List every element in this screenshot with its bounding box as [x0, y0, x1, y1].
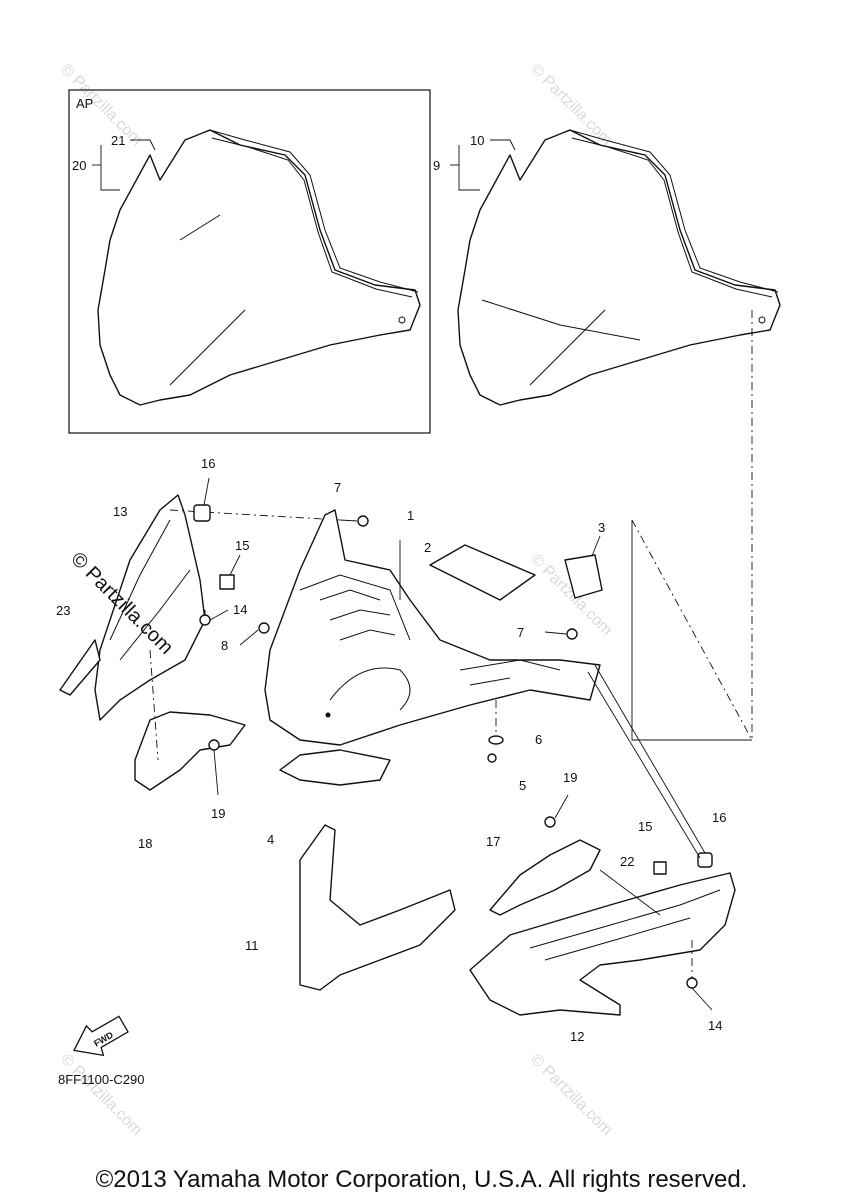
- callout-20: 20: [72, 158, 86, 173]
- callout-17: 17: [486, 834, 500, 849]
- callout-5: 5: [519, 778, 526, 793]
- fastener-5-6: [487, 700, 504, 763]
- callout-2: 2: [424, 540, 431, 555]
- callout-18: 18: [138, 836, 152, 851]
- reference-line: [631, 520, 752, 741]
- callout-19-right: 19: [563, 770, 577, 785]
- callout-19-left: 19: [211, 806, 225, 821]
- callout-7-right: 7: [517, 625, 524, 640]
- callout-8: 8: [221, 638, 228, 653]
- callout-21: 21: [111, 133, 125, 148]
- ap-inset-box: [68, 89, 431, 434]
- side-piece-17: [489, 839, 601, 916]
- duct-4: [279, 749, 391, 786]
- callouts: 1 2 3 4 5 6 7 7 8 9 10 11 12 13 14 14 15…: [56, 133, 726, 1044]
- reference-line: [631, 519, 753, 741]
- callout-13: 13: [113, 504, 127, 519]
- callout-9: 9: [433, 158, 440, 173]
- callout-23: 23: [56, 603, 70, 618]
- callout-11: 11: [245, 938, 259, 953]
- inner-cowl: [264, 509, 601, 746]
- sheet-2: [429, 544, 536, 601]
- callout-14-left: 14: [233, 602, 247, 617]
- bolt-8: [239, 622, 270, 646]
- side-cowl-12: [469, 869, 736, 1016]
- callout-7-top: 7: [334, 480, 341, 495]
- watermark-faint: © Partzilla.com: [527, 1051, 615, 1139]
- watermark-faint: © Partzilla.com: [57, 1051, 145, 1139]
- callout-6: 6: [535, 732, 542, 747]
- watermark-faint: © Partzilla.com: [57, 61, 145, 149]
- callout-22: 22: [620, 854, 634, 869]
- bolt-19-right: [544, 794, 569, 828]
- nut-15-right: [653, 861, 667, 875]
- callout-15-right: 15: [638, 819, 652, 834]
- ap-inset-label: AP: [76, 96, 93, 111]
- duct-18: [134, 649, 246, 791]
- pad-3: [564, 535, 603, 599]
- bolt-14-right: [686, 940, 713, 1011]
- diagram-code: 8FF1100-C290: [58, 1072, 144, 1087]
- callout-14-right: 14: [708, 1018, 722, 1033]
- callout-4: 4: [267, 832, 274, 847]
- windscreen-ap: [92, 129, 421, 406]
- copyright-notice: ©2013 Yamaha Motor Corporation, U.S.A. A…: [95, 1166, 748, 1193]
- callout-15-left: 15: [235, 538, 249, 553]
- collar-16-right: [587, 664, 713, 868]
- callout-16-top: 16: [201, 456, 215, 471]
- bolt-14-left: [199, 609, 229, 626]
- callout-10: 10: [470, 133, 484, 148]
- collar-16-top: [193, 477, 211, 522]
- nut-15-left: [219, 554, 241, 590]
- windscreen-std: [450, 129, 781, 740]
- callout-3: 3: [598, 520, 605, 535]
- trim-23: [59, 639, 101, 696]
- callout-12: 12: [570, 1029, 584, 1044]
- lower-cowl-11: [299, 824, 456, 991]
- bolt-7: [339, 515, 578, 640]
- bolt-19-left: [208, 739, 220, 796]
- callout-16-right: 16: [712, 810, 726, 825]
- callout-1: 1: [407, 508, 414, 523]
